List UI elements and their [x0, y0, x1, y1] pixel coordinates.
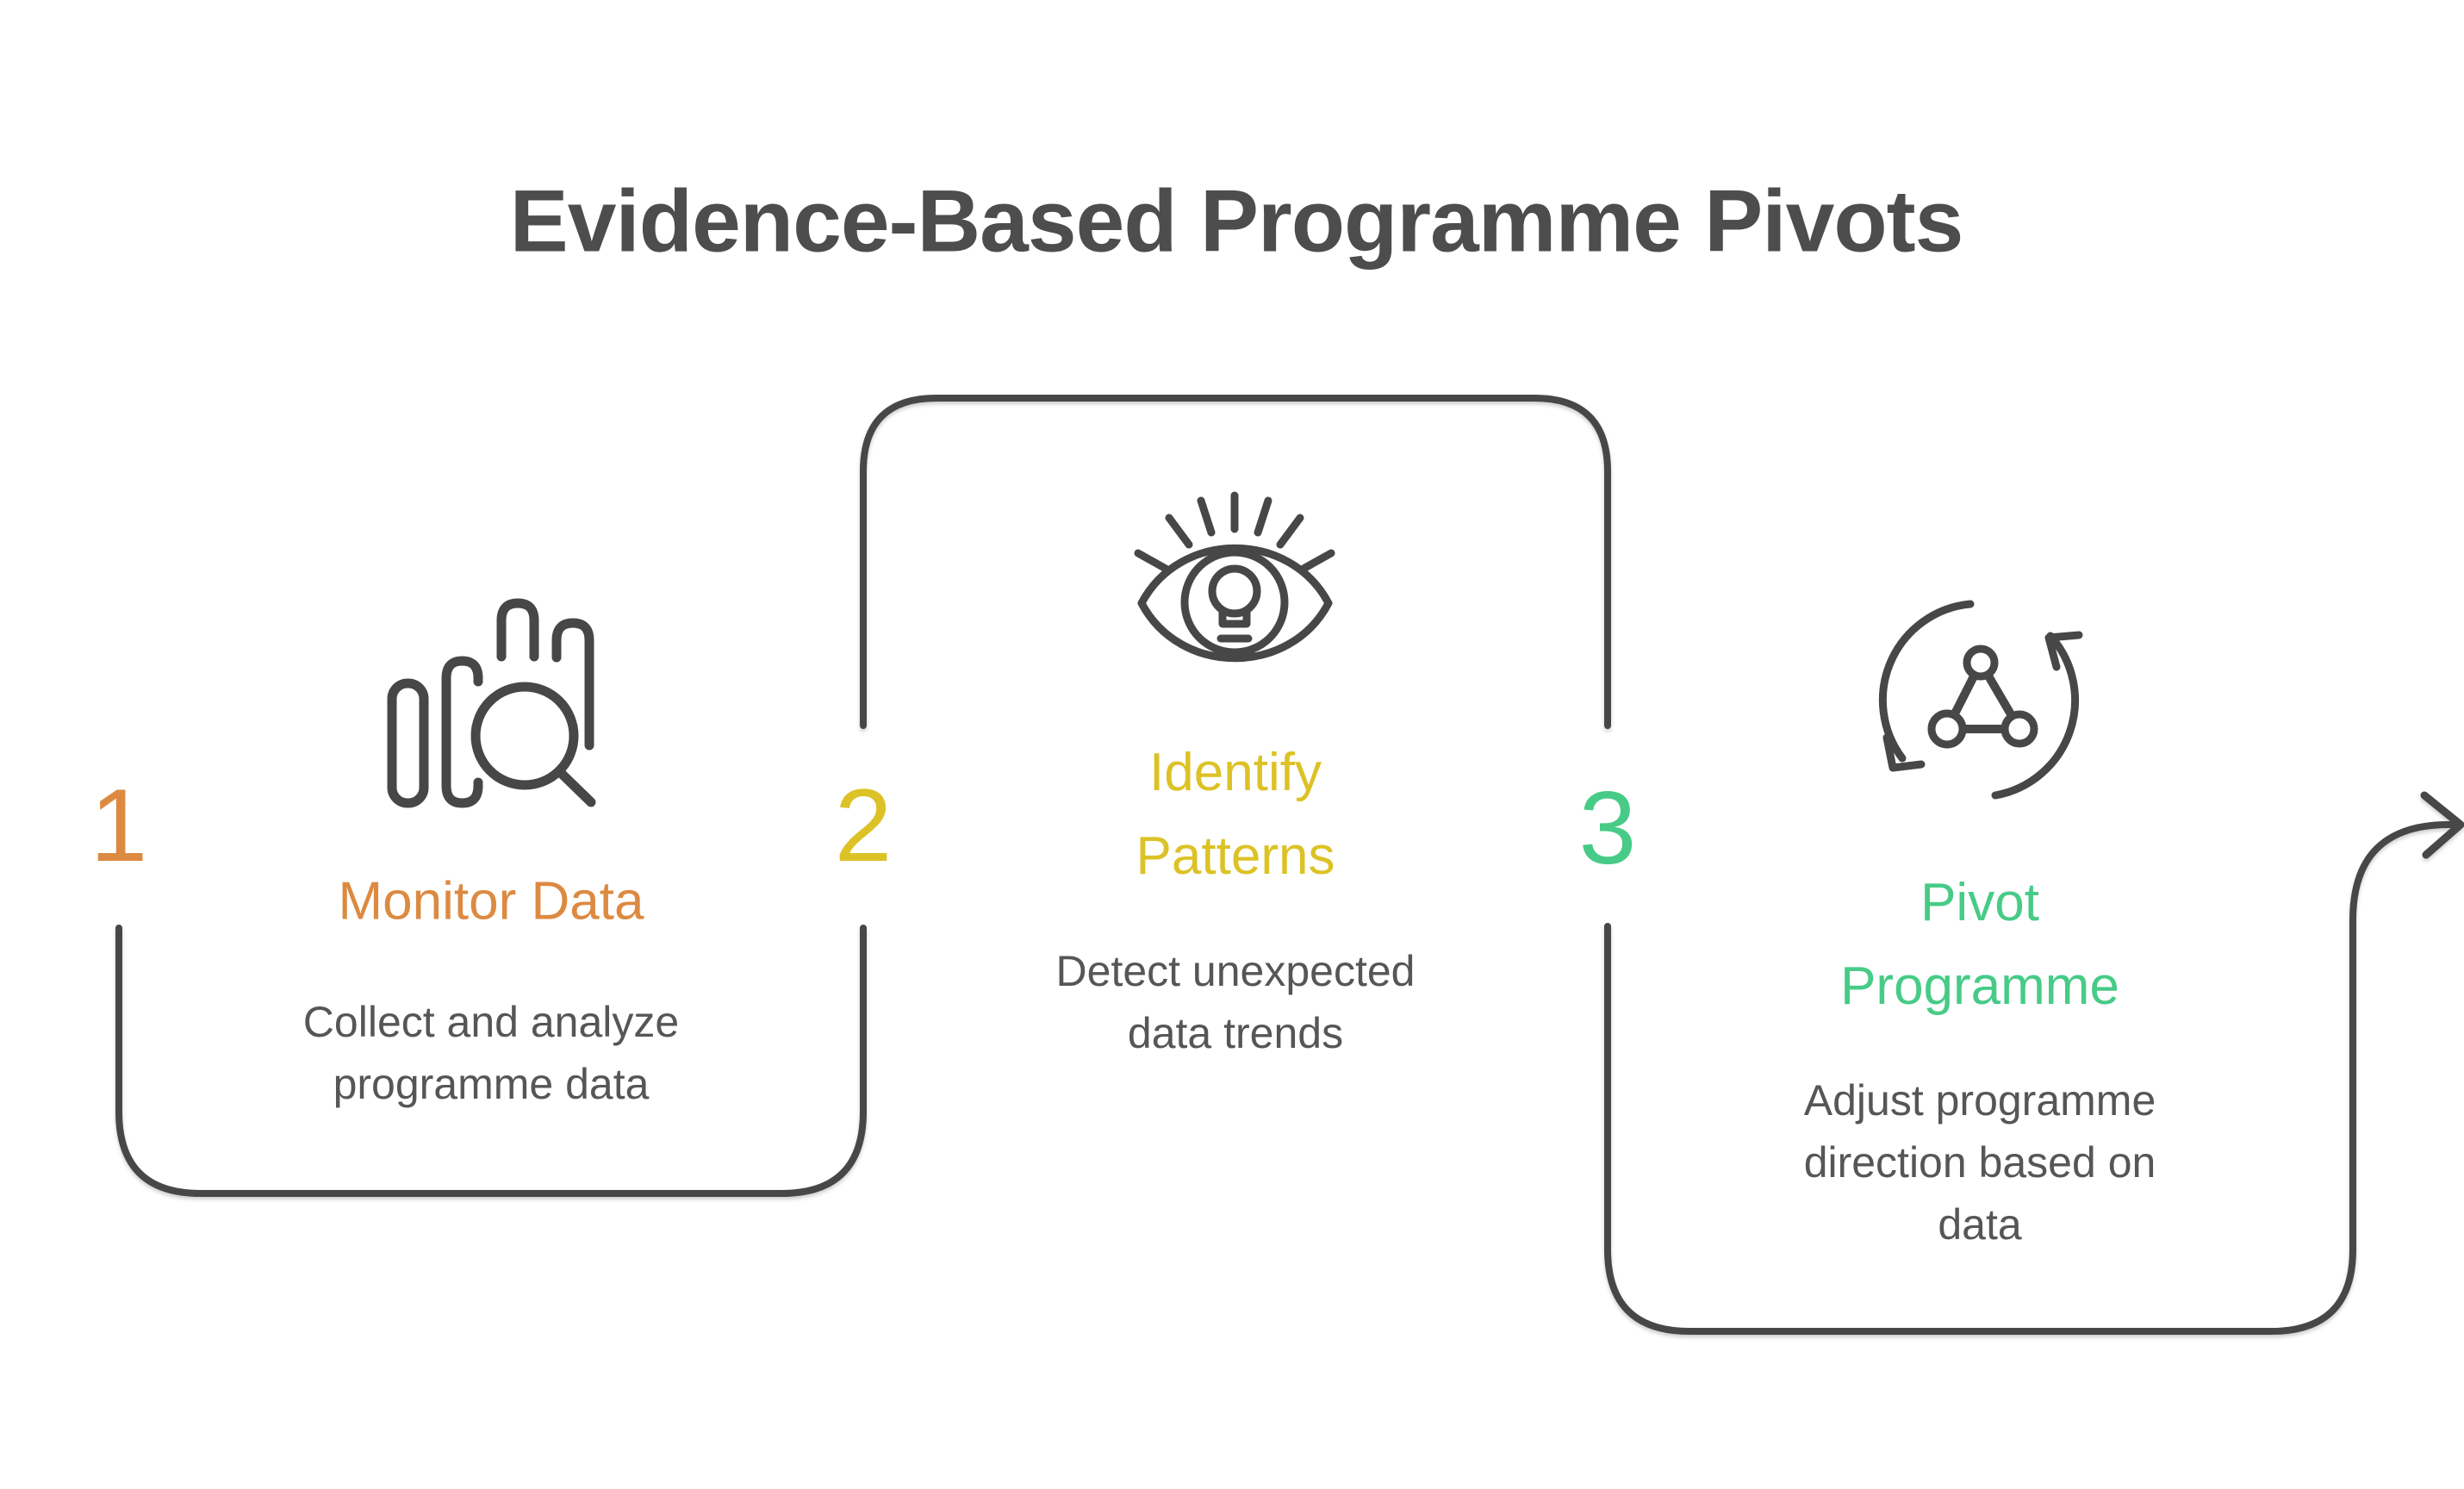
- network-node-left: [1927, 709, 1967, 749]
- step-3-description: Adjust programme direction based on data: [1803, 1076, 2156, 1249]
- connector-path: [1604, 821, 2461, 1335]
- bar-right: [551, 618, 594, 751]
- step-1-title: Monitor Data: [338, 871, 644, 931]
- cycle-arrowhead-top: [2044, 631, 2083, 671]
- connector-path: [115, 925, 867, 1197]
- cycle-arc-left: [1878, 600, 1975, 763]
- light-rays: [1134, 491, 1335, 574]
- cycle-network-icon: [1878, 600, 2083, 800]
- bulb-glass: [1208, 564, 1261, 618]
- arrow-head-icon: [2420, 791, 2464, 859]
- network-node-right: [2000, 710, 2038, 748]
- step-3-title: Pivot Programme: [1840, 873, 2119, 1016]
- page-title: Evidence-Based Programme Pivots: [509, 171, 1964, 271]
- eye-insight-icon: [1134, 491, 1335, 663]
- step-3-number: 3: [1578, 770, 1637, 886]
- bar-short: [387, 678, 429, 808]
- network-node-top: [1963, 645, 1999, 681]
- magnifier-handle: [555, 767, 596, 807]
- connector-path: [860, 395, 1611, 729]
- cycle-arrowhead-bottom: [1882, 733, 1926, 772]
- bar-medium: [441, 656, 483, 808]
- connector-step1-to-step2: [115, 925, 867, 1197]
- step-1-description: Collect and analyze programme data: [302, 998, 680, 1108]
- step-1-number: 1: [90, 768, 148, 883]
- bar-tall: [496, 598, 539, 662]
- bulb-base: [1218, 607, 1251, 628]
- step-2-description: Detect unexpected data trends: [1055, 947, 1416, 1057]
- step-2-number: 2: [834, 768, 893, 883]
- connector-step3-exit: [1604, 791, 2464, 1335]
- eye-outline: [1137, 544, 1333, 663]
- cycle-arc-right: [1991, 632, 2080, 800]
- bar-chart-magnifier-icon: [387, 598, 596, 808]
- magnifier-lens: [470, 682, 579, 790]
- step-2-title: Identify Patterns: [1136, 743, 1335, 886]
- connector-step2-to-step3: [860, 395, 1611, 729]
- eye-iris: [1180, 548, 1289, 657]
